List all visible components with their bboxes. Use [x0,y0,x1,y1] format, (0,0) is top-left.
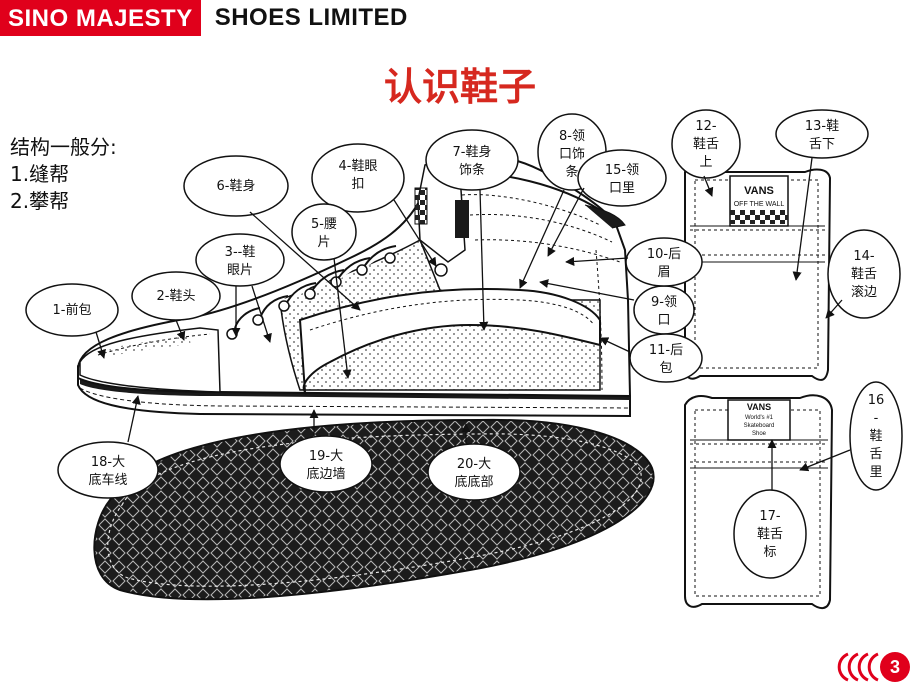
tongue-top-view: VANS OFF THE WALL [684,166,832,381]
callout-12-tongue-top: 12- 鞋舌 上 [692,119,719,170]
callout-20-sole-bottom: 20-大 底底部 [454,457,494,490]
callout-arrow-1 [95,331,106,359]
callout-10-heel-brow: 10-后 眉 [646,247,682,280]
label-line2-text: Skateboard [744,423,775,429]
callout-arrow-14 [825,299,843,319]
callout-ellipse-14 [827,229,901,319]
label-brand-text: VANS [747,402,771,412]
callout-1-front-toe: 1-前包 [52,303,92,318]
callout-ellipse-11 [629,333,703,383]
callout-ellipse-20 [427,443,521,501]
callout-ellipse-10 [625,237,703,287]
callout-arrow-5 [333,257,352,379]
callout-ellipse-7 [425,129,519,191]
callout-ellipse-3 [195,233,285,287]
callout-ellipse-19 [279,435,373,493]
outsole-bottom [93,418,655,601]
callout-ellipses [25,109,903,579]
callout-ellipse-15 [577,149,667,207]
callout-3-eyestay: 3--鞋 眼片 [224,245,256,278]
callout-arrow-12 [703,175,714,197]
callout-arrow-16 [799,449,851,472]
callout-2-toe-cap: 2-鞋头 [156,289,196,304]
slide-title: 认识鞋子 [383,65,536,109]
callout-arrow-18 [127,395,141,443]
callout-16-tongue-lining: 16 - 鞋 舌 里 [867,393,885,480]
callout-arrow-13 [792,157,813,281]
brand-name-rest: SHOES LIMITED [214,4,408,31]
callout-19-sole-wall: 19-大 底边墙 [306,449,346,482]
callout-arrow-7 [479,189,489,331]
page-number: 3 [880,652,910,682]
label-line1-text: World's #1 [745,415,774,421]
callout-ellipse-12 [671,109,741,179]
callout-arrow-2 [175,319,186,341]
callout-7-stripe: 7-鞋身 饰条 [452,145,492,178]
callout-8-collar-trim: 8-领 口饰 条 [558,129,585,180]
callout-arrow-15 [547,187,585,257]
brand-header: SINO MAJESTY SHOES LIMITED [0,0,408,36]
structure-item-1: 1.缝帮 [10,162,70,186]
callout-15-collar-lining: 15-领 口里 [604,163,640,196]
structure-item-2: 2.攀帮 [10,189,70,213]
brand-name-highlight: SINO MAJESTY [0,0,201,36]
vans-logo-text: VANS [744,185,774,197]
callout-arrows [95,157,851,490]
callout-arrow-11 [599,337,631,353]
callout-arrow-3a [251,285,272,343]
callout-13-tongue-bottom: 13-鞋 舌下 [804,119,840,152]
callout-ellipse-18 [57,441,159,499]
page-number-decoration [837,652,879,682]
callout-4-eyelet: 4-鞋眼 扣 [338,159,378,192]
callout-9-collar: 9-领 口 [651,295,677,328]
structure-text: 结构一般分: 1.缝帮 2.攀帮 [10,134,117,215]
callout-11-heel-counter: 11-后 包 [648,343,684,376]
callout-arrow-8 [519,189,565,289]
callout-ellipse-1 [25,283,119,337]
shoe-side-view [77,152,632,418]
callout-ellipse-13 [775,109,869,159]
label-line3-text: Shoe [752,431,767,437]
callout-arrow-6 [249,211,361,311]
callout-ellipse-6 [183,155,289,217]
callout-18-sole-stitch: 18-大 底车线 [88,455,128,488]
callout-5-waist-panel: 5-腰 片 [311,217,337,250]
callout-arrow-4 [393,199,437,267]
callout-ellipse-16 [849,381,903,491]
callout-arrow-9 [539,279,635,301]
structure-heading: 结构一般分: [10,135,117,159]
callout-6-body: 6-鞋身 [216,179,256,194]
off-the-wall-text: OFF THE WALL [734,201,785,208]
callout-17-tongue-label: 17- 鞋舌 标 [756,509,783,560]
callout-ellipse-17 [733,489,807,579]
callout-14-tongue-binding: 14- 鞋舌 滚边 [850,249,877,300]
callout-arrow-10 [565,256,629,267]
callout-ellipse-5 [291,203,357,261]
callout-ellipse-4 [311,143,405,213]
